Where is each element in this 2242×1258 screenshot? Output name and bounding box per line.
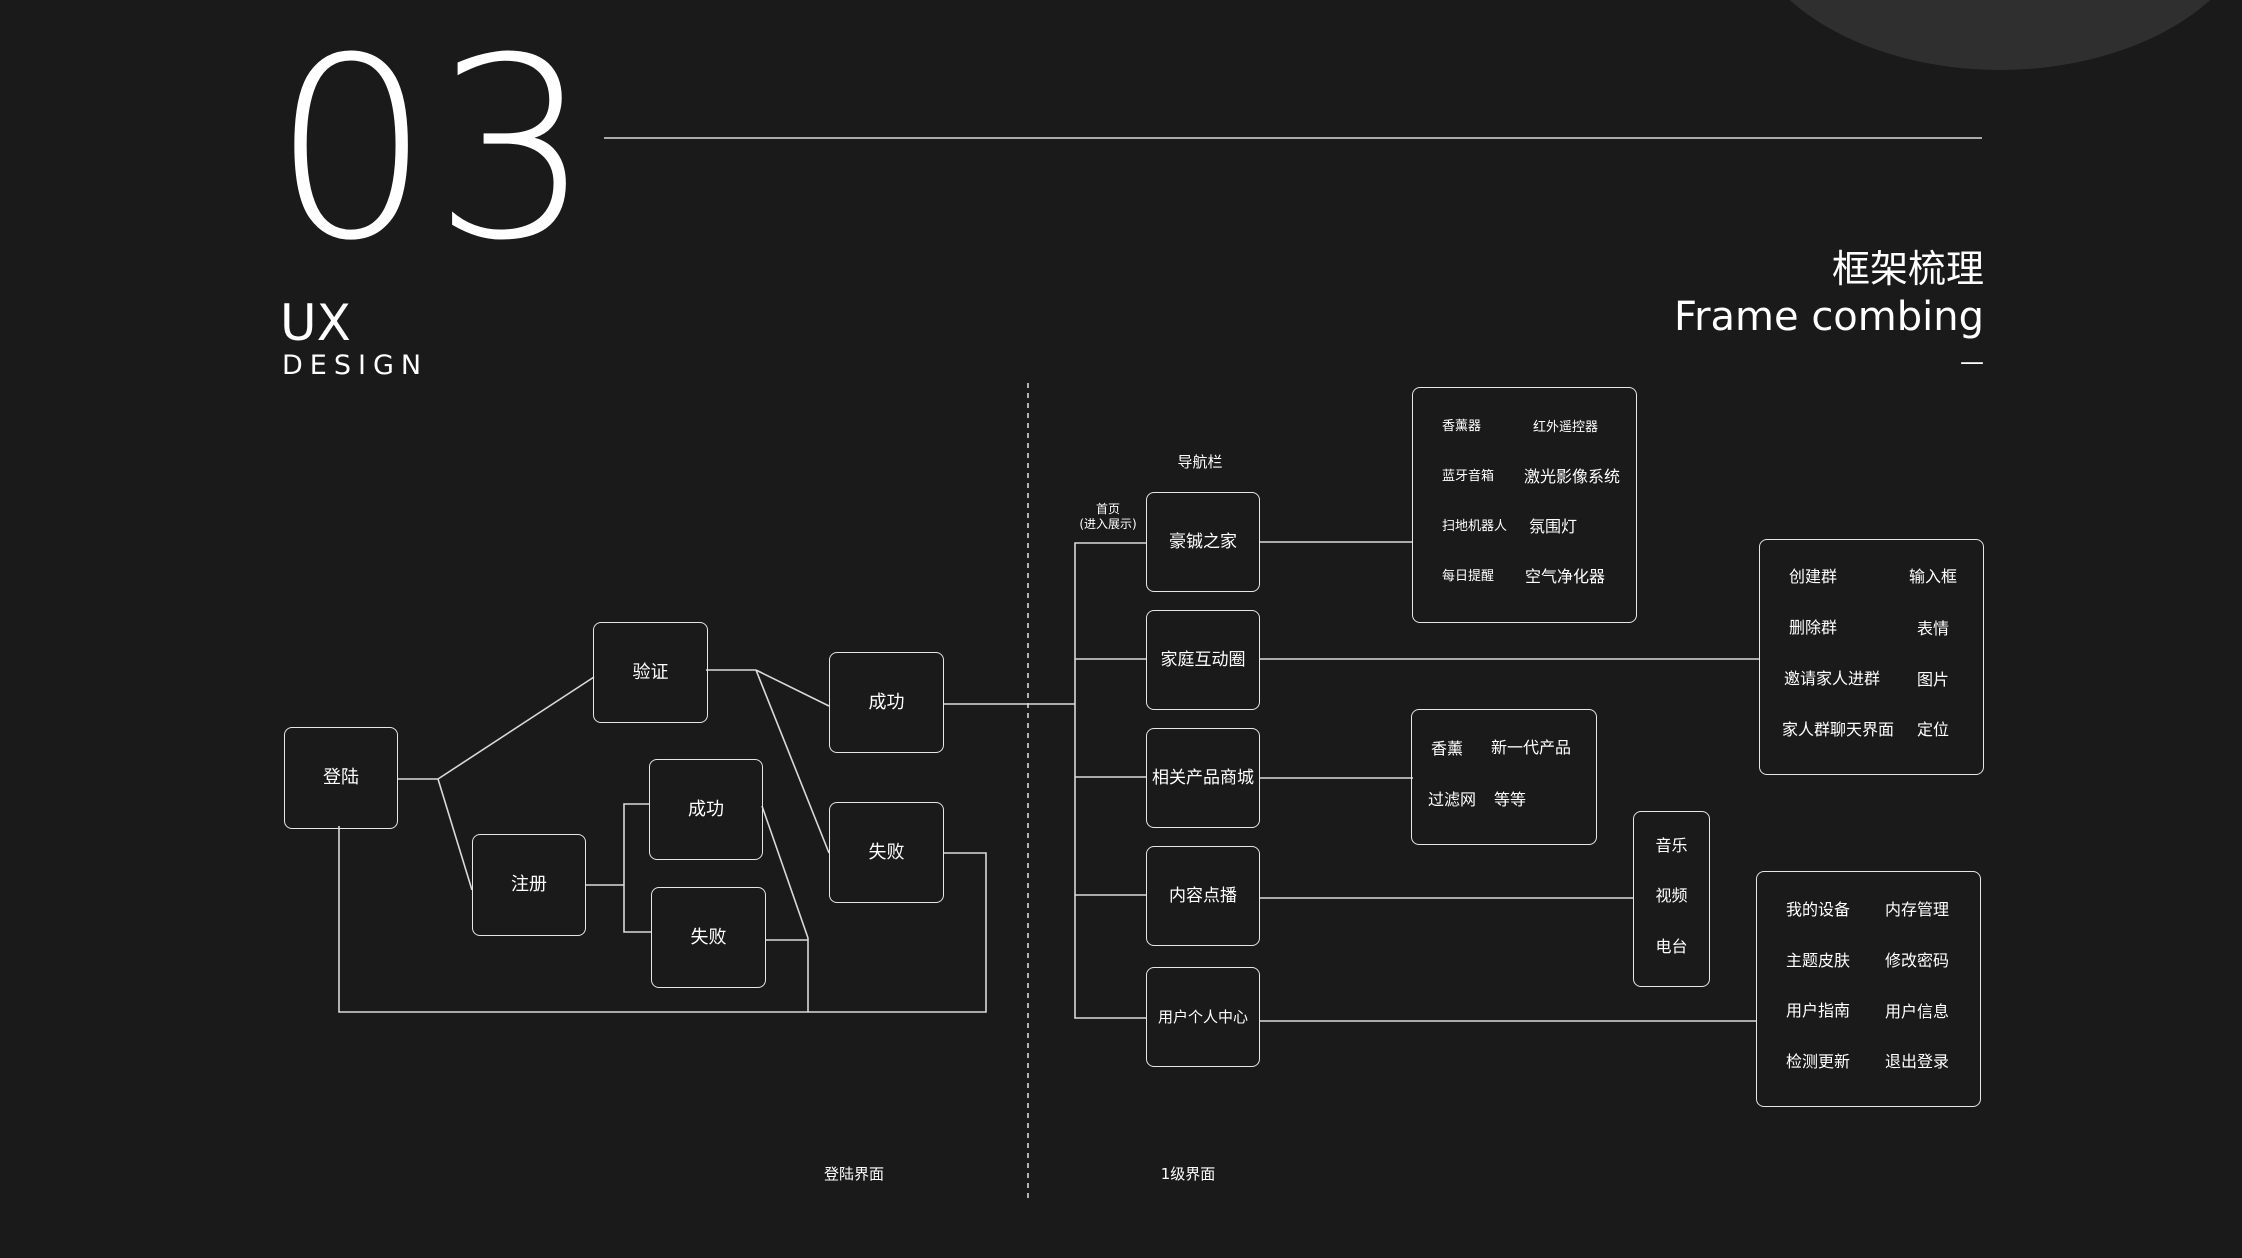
- user-item: 内存管理: [1885, 900, 1950, 919]
- node-register-fail: [651, 887, 766, 988]
- node-register-label: 注册: [511, 874, 547, 895]
- frame-title-cn: 框架梳理: [1831, 247, 1984, 291]
- user-center-panel: [1756, 871, 1981, 1107]
- node-success: [829, 652, 944, 753]
- node-verify: [593, 622, 708, 723]
- device-item: 红外遥控器: [1533, 420, 1599, 435]
- user-item: 主题皮肤: [1786, 951, 1851, 970]
- group-item: 输入框: [1909, 567, 1958, 586]
- frame-title-en: Frame combing: [1673, 294, 1984, 340]
- node-fail: [829, 802, 944, 903]
- node-user-label: 用户个人中心: [1157, 1008, 1248, 1026]
- user-item: 用户信息: [1885, 1002, 1950, 1021]
- device-item: 香薰器: [1442, 419, 1482, 434]
- node-family: [1146, 610, 1260, 710]
- group-item: 家人群聊天界面: [1782, 720, 1895, 739]
- login-screen-footer: 登陆界面: [823, 1165, 884, 1183]
- node-home: [1146, 492, 1260, 592]
- user-item: 修改密码: [1885, 951, 1950, 970]
- user-item: 退出登录: [1885, 1052, 1950, 1071]
- media-item: 视频: [1655, 886, 1688, 905]
- media-item: 音乐: [1655, 836, 1688, 855]
- devices-panel: [1412, 387, 1637, 623]
- media-panel: [1633, 811, 1710, 987]
- node-register-success-label: 成功: [688, 799, 724, 820]
- node-verify-label: 验证: [632, 662, 669, 683]
- home-note-line2: (进入展示): [1079, 517, 1137, 531]
- node-success-label: 成功: [868, 692, 905, 713]
- group-panel: [1759, 539, 1984, 775]
- device-item: 空气净化器: [1525, 567, 1606, 586]
- product-item: 过滤网: [1428, 790, 1477, 809]
- user-item: 我的设备: [1786, 900, 1851, 919]
- group-item: 图片: [1917, 670, 1950, 689]
- node-login: [284, 727, 398, 829]
- node-login-label: 登陆: [323, 767, 359, 788]
- device-item: 氛围灯: [1529, 517, 1578, 536]
- node-mall-label: 相关产品商城: [1152, 768, 1254, 788]
- node-user: [1146, 967, 1260, 1067]
- level1-screen-footer: 1级界面: [1160, 1165, 1216, 1183]
- section-number: 03: [272, 4, 595, 295]
- home-note-line1: 首页: [1095, 502, 1120, 516]
- group-item: 定位: [1917, 720, 1950, 739]
- media-item: 电台: [1655, 937, 1688, 956]
- navbar-label: 导航栏: [1177, 453, 1223, 471]
- node-register: [472, 834, 586, 936]
- node-fail-label: 失败: [868, 842, 905, 863]
- product-item: 新一代产品: [1491, 738, 1572, 757]
- node-register-fail-label: 失败: [690, 927, 727, 948]
- group-item: 表情: [1917, 619, 1950, 638]
- device-item: 激光影像系统: [1524, 467, 1621, 486]
- node-family-label: 家庭互动圈: [1160, 650, 1246, 670]
- products-panel: [1411, 709, 1597, 845]
- node-home-label: 豪铖之家: [1169, 532, 1237, 552]
- product-item: 香薰: [1431, 739, 1464, 758]
- product-item: 等等: [1494, 790, 1527, 809]
- group-item: 删除群: [1789, 618, 1838, 637]
- ux-heading: UX: [280, 294, 351, 352]
- device-item: 蓝牙音箱: [1442, 469, 1495, 484]
- node-mall: [1146, 728, 1260, 828]
- user-item: 检测更新: [1786, 1052, 1851, 1071]
- node-register-success: [649, 759, 763, 860]
- node-content: [1146, 846, 1260, 946]
- title-dash: —: [1960, 348, 1984, 376]
- node-content-label: 内容点播: [1169, 886, 1237, 906]
- group-item: 邀请家人进群: [1784, 669, 1881, 688]
- device-item: 每日提醒: [1442, 569, 1495, 584]
- device-item: 扫地机器人: [1442, 519, 1508, 534]
- user-item: 用户指南: [1786, 1001, 1851, 1020]
- design-subheading: DESIGN: [282, 350, 429, 381]
- group-item: 创建群: [1789, 567, 1838, 586]
